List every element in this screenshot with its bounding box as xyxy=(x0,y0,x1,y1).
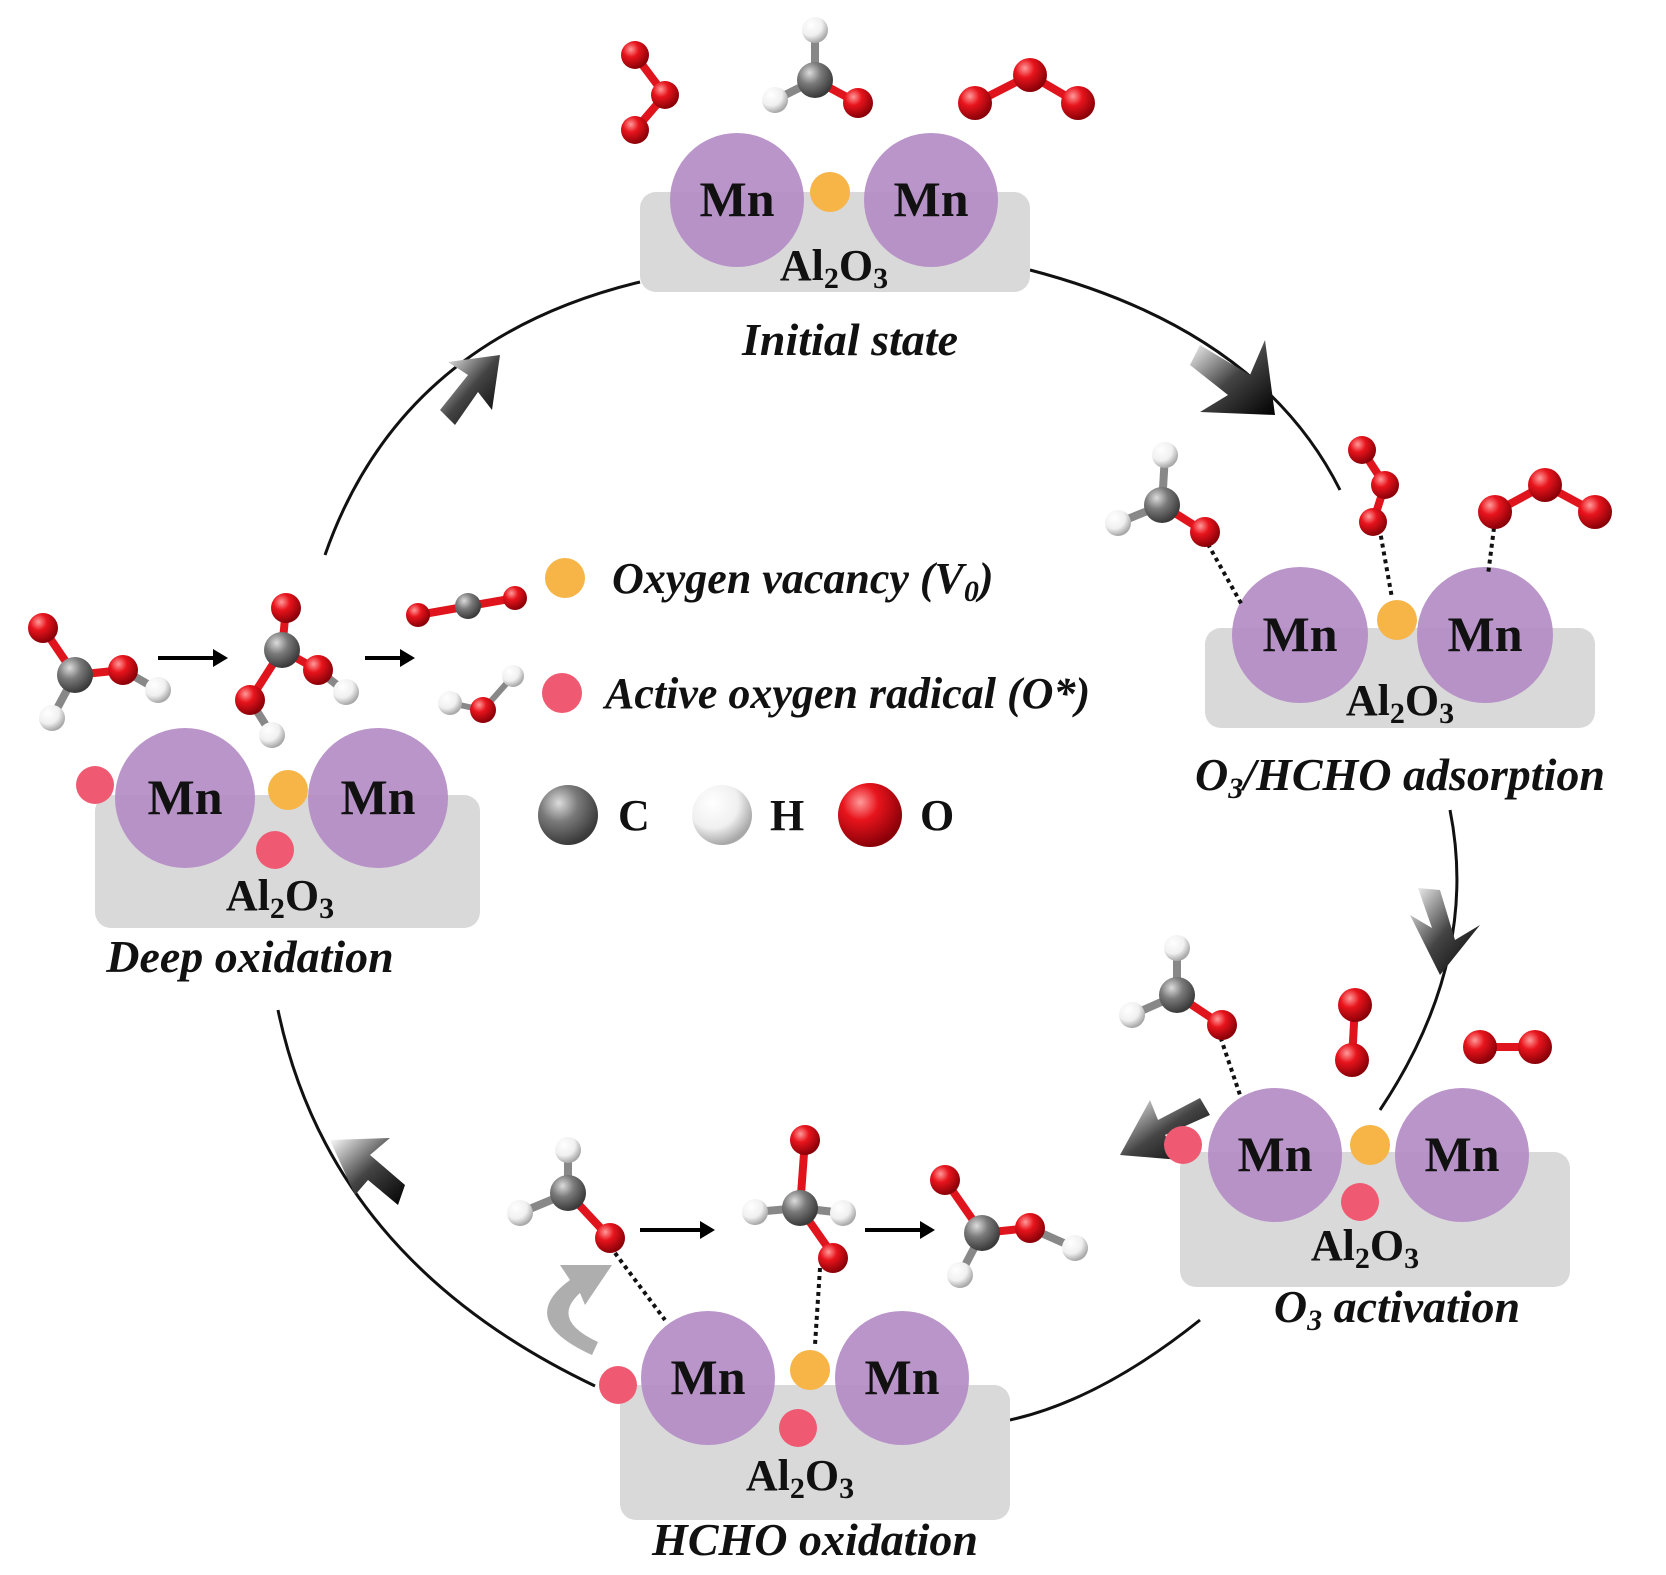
legend-atom-label: O xyxy=(920,791,954,840)
ozone-molecule xyxy=(958,58,1095,120)
stage-adsorption: Mn Mn Al2O3 O3/HCHO adsorption xyxy=(1105,436,1612,805)
arc-deep-to-initial xyxy=(323,280,641,556)
oxygen-vacancy-dot xyxy=(268,770,308,810)
oxygen-atom-icon xyxy=(838,783,902,847)
rotation-arrow-icon xyxy=(547,1265,612,1355)
cycle-arrows xyxy=(330,340,1480,1205)
arrow-to-oxidation-icon xyxy=(1120,1098,1210,1160)
oxygen-vacancy-dot xyxy=(810,172,850,212)
formaldehyde-molecule xyxy=(1105,442,1220,547)
al2o3-label: Al2O3 xyxy=(746,1451,854,1505)
al2o3-label: Al2O3 xyxy=(780,241,888,295)
mn-site xyxy=(641,1311,775,1445)
stage-activation: Mn Mn Al2O3 O3 activation xyxy=(1119,935,1570,1337)
arrow-to-initial-icon xyxy=(440,355,500,425)
active-oxygen-radical-dot xyxy=(1164,1126,1202,1164)
mn-label: Mn xyxy=(148,769,223,825)
formaldehyde-molecule xyxy=(1119,935,1237,1040)
mn-label: Mn xyxy=(341,769,416,825)
mn-label: Mn xyxy=(1448,606,1523,662)
state-label-hcho-oxidation: HCHO oxidation xyxy=(651,1514,978,1565)
al2o3-label: Al2O3 xyxy=(1346,676,1454,730)
stage-deep-oxidation: Mn Mn Al2O3 Deep oxidation xyxy=(28,586,527,982)
mn-site xyxy=(835,1311,969,1445)
formaldehyde-molecule xyxy=(762,17,873,118)
mn-site xyxy=(308,728,448,868)
oxygen-vacancy-dot xyxy=(1377,600,1417,640)
formic-acid-molecule xyxy=(930,1165,1088,1288)
mn-label: Mn xyxy=(1238,1126,1313,1182)
legend: Oxygen vacancy (V0) Active oxygen radica… xyxy=(538,554,1090,847)
cycle-arcs xyxy=(276,268,1459,1422)
mn-site xyxy=(1395,1088,1529,1222)
state-label-deep-oxidation: Deep oxidation xyxy=(105,931,393,982)
al2o3-label: Al2O3 xyxy=(226,871,334,925)
stage-initial-state: Mn Mn Al2O3 Initial state xyxy=(621,17,1095,365)
arrow-to-deep-icon xyxy=(330,1138,405,1205)
state-label-initial: Initial state xyxy=(741,314,958,365)
active-oxygen-radical-dot xyxy=(599,1366,637,1404)
arrow-to-activation-icon xyxy=(1410,888,1480,975)
oxygen-vacancy-dot xyxy=(1350,1125,1390,1165)
oxygen-vacancy-legend-icon xyxy=(545,558,585,598)
carbon-atom-icon xyxy=(538,785,598,845)
active-oxygen-radical-dot xyxy=(779,1409,817,1447)
ozone-molecule xyxy=(1478,468,1612,529)
legend-atom-label: H xyxy=(770,791,804,840)
formic-acid-molecule xyxy=(28,613,171,731)
arc-oxidation-to-deep xyxy=(276,1009,596,1388)
formaldehyde-molecule xyxy=(507,1137,625,1253)
al2o3-label: Al2O3 xyxy=(1311,1221,1419,1275)
mn-label: Mn xyxy=(671,1349,746,1405)
stage-hcho-oxidation: Mn Mn Al2O3 HCHO oxidation xyxy=(507,1125,1088,1565)
mn-site xyxy=(1208,1088,1342,1222)
legend-radical-label: Active oxygen radical (O*) xyxy=(602,669,1090,718)
arrow-to-adsorption-icon xyxy=(1190,340,1275,415)
state-label-adsorption: O3/HCHO adsorption xyxy=(1195,749,1605,805)
mn-label: Mn xyxy=(1263,606,1338,662)
active-oxygen-radical-dot xyxy=(76,766,114,804)
water-molecule xyxy=(438,665,524,723)
mn-site xyxy=(1232,567,1368,703)
mn-label: Mn xyxy=(1425,1126,1500,1182)
mn-site xyxy=(1417,567,1553,703)
arc-activation-to-oxidation xyxy=(1009,1318,1201,1422)
legend-vacancy-label: Oxygen vacancy (V0) xyxy=(612,554,994,608)
mn-site xyxy=(864,133,998,267)
hydrogen-atom-icon xyxy=(692,785,752,845)
oxygen-molecule xyxy=(1463,1030,1552,1064)
carbon-dioxide-molecule xyxy=(406,586,527,627)
arc-initial-to-adsorption xyxy=(1029,268,1342,491)
state-label-activation: O3 activation xyxy=(1274,1281,1520,1337)
dioxymethylene-molecule xyxy=(742,1125,856,1273)
mn-site xyxy=(670,133,804,267)
oxygen-molecule xyxy=(1335,988,1372,1077)
carbonic-acid-molecule xyxy=(235,593,359,748)
mn-label: Mn xyxy=(894,171,969,227)
ozone-molecule xyxy=(1348,436,1399,536)
oxygen-vacancy-dot xyxy=(790,1350,830,1390)
legend-atom-label: C xyxy=(618,791,650,840)
mn-site xyxy=(115,728,255,868)
mn-label: Mn xyxy=(700,171,775,227)
active-oxygen-radical-dot xyxy=(1341,1183,1379,1221)
active-oxygen-radical-dot xyxy=(256,831,294,869)
mn-label: Mn xyxy=(865,1349,940,1405)
ozone-molecule xyxy=(621,41,679,144)
active-oxygen-radical-legend-icon xyxy=(542,673,582,713)
